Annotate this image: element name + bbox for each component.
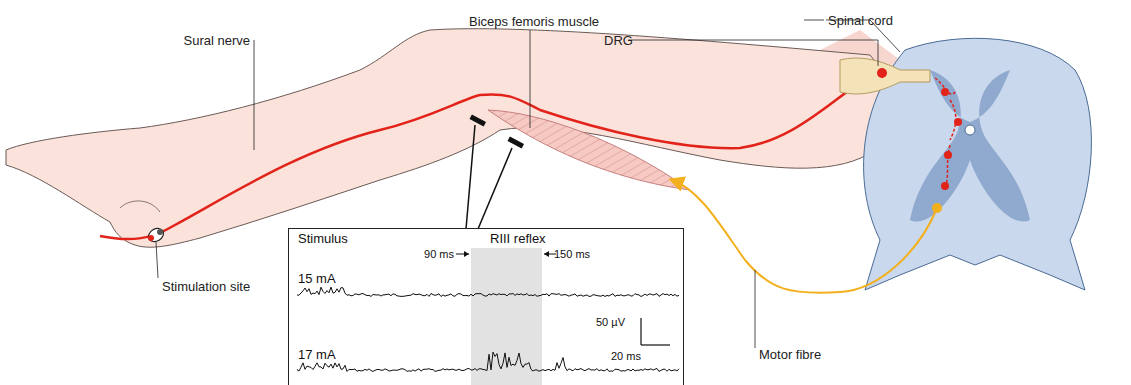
part-label: Stimulation site (162, 279, 250, 294)
part-label: DRG (604, 33, 633, 48)
inset-text: Stimulus (298, 231, 348, 246)
inset-text: 90 ms (424, 247, 454, 262)
part-label: Biceps femoris muscle (469, 14, 599, 29)
inset-text: 20 ms (611, 349, 641, 364)
inset-text: 17 mA (298, 347, 336, 362)
emg-trace (297, 287, 679, 296)
inset-text: 50 µV (596, 315, 625, 330)
part-label: Motor fibre (759, 347, 821, 362)
part-label: Spinal cord (828, 13, 893, 28)
inset-text: RIII reflex (490, 231, 546, 246)
part-label: Sural nerve (184, 33, 250, 48)
inset-text: 150 ms (554, 247, 590, 262)
emg-inset: Stimulus RIII reflex 90 ms 150 ms 15 mA 50 µV… (288, 228, 684, 385)
inset-text: 15 mA (298, 271, 336, 286)
